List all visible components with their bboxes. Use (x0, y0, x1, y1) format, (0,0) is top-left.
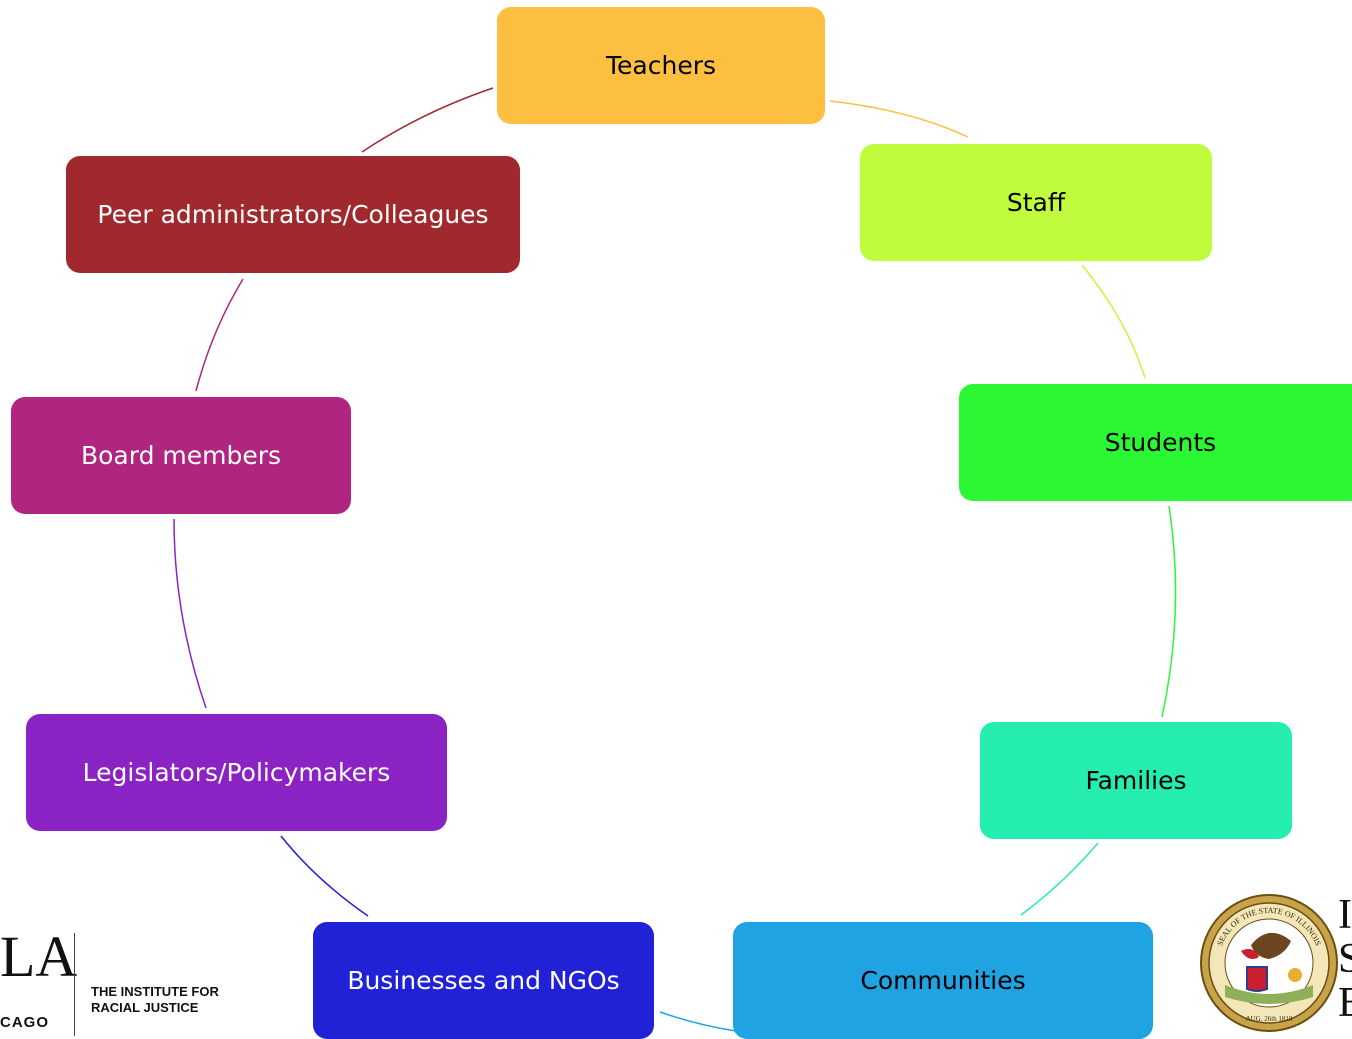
node-peer: Peer administrators/Colleagues (66, 156, 520, 273)
agency-letter-1: I (1338, 892, 1352, 938)
agency-letter-3: E (1338, 980, 1352, 1026)
connector-teachers-staff (829, 100, 969, 138)
connector-peer-teachers (361, 87, 494, 153)
institute-name-line2: RACIAL JUSTICE (91, 1000, 199, 1015)
connector-students-families (1161, 505, 1177, 718)
node-board-label: Board members (80, 441, 282, 470)
illinois-seal-icon: SEAL OF THE STATE OF ILLINOIS AUG. 26th … (1200, 894, 1338, 1032)
node-students: Students (959, 384, 1352, 501)
seal-date: AUG. 26th 1818 (1246, 1015, 1293, 1023)
connector-legislators-board (173, 518, 207, 709)
node-staff-label: Staff (1006, 188, 1066, 217)
node-legislators-label: Legislators/Policymakers (82, 758, 391, 787)
node-staff: Staff (860, 144, 1212, 261)
node-board: Board members (11, 397, 351, 514)
agency-logo-text: I S E (1338, 893, 1352, 1025)
node-families: Families (980, 722, 1292, 839)
connector-businesses-legislators (280, 835, 369, 917)
node-teachers: Teachers (497, 7, 825, 124)
logo-divider (74, 933, 75, 1036)
connector-staff-students (1081, 264, 1146, 379)
connector-board-peer (195, 278, 244, 392)
node-communities: Communities (733, 922, 1153, 1039)
connector-families-communities (1020, 842, 1099, 916)
institute-logo: LA CAGO THE INSTITUTE FOR RACIAL JUSTICE (0, 900, 260, 1036)
node-families-label: Families (1085, 766, 1187, 795)
logo-mark-subtext: CAGO (0, 1014, 49, 1031)
node-peer-label: Peer administrators/Colleagues (97, 200, 489, 229)
node-businesses: Businesses and NGOs (313, 922, 654, 1039)
node-communities-label: Communities (860, 966, 1026, 995)
node-students-label: Students (1104, 428, 1217, 457)
node-teachers-label: Teachers (606, 51, 716, 80)
agency-letter-2: S (1338, 936, 1352, 982)
institute-name: THE INSTITUTE FOR RACIAL JUSTICE (91, 984, 219, 1016)
node-legislators: Legislators/Policymakers (26, 714, 447, 831)
connector-communities-businesses (659, 1011, 737, 1032)
node-businesses-label: Businesses and NGOs (347, 966, 620, 995)
institute-name-line1: THE INSTITUTE FOR (91, 984, 219, 999)
logo-mark: LA (0, 924, 78, 989)
